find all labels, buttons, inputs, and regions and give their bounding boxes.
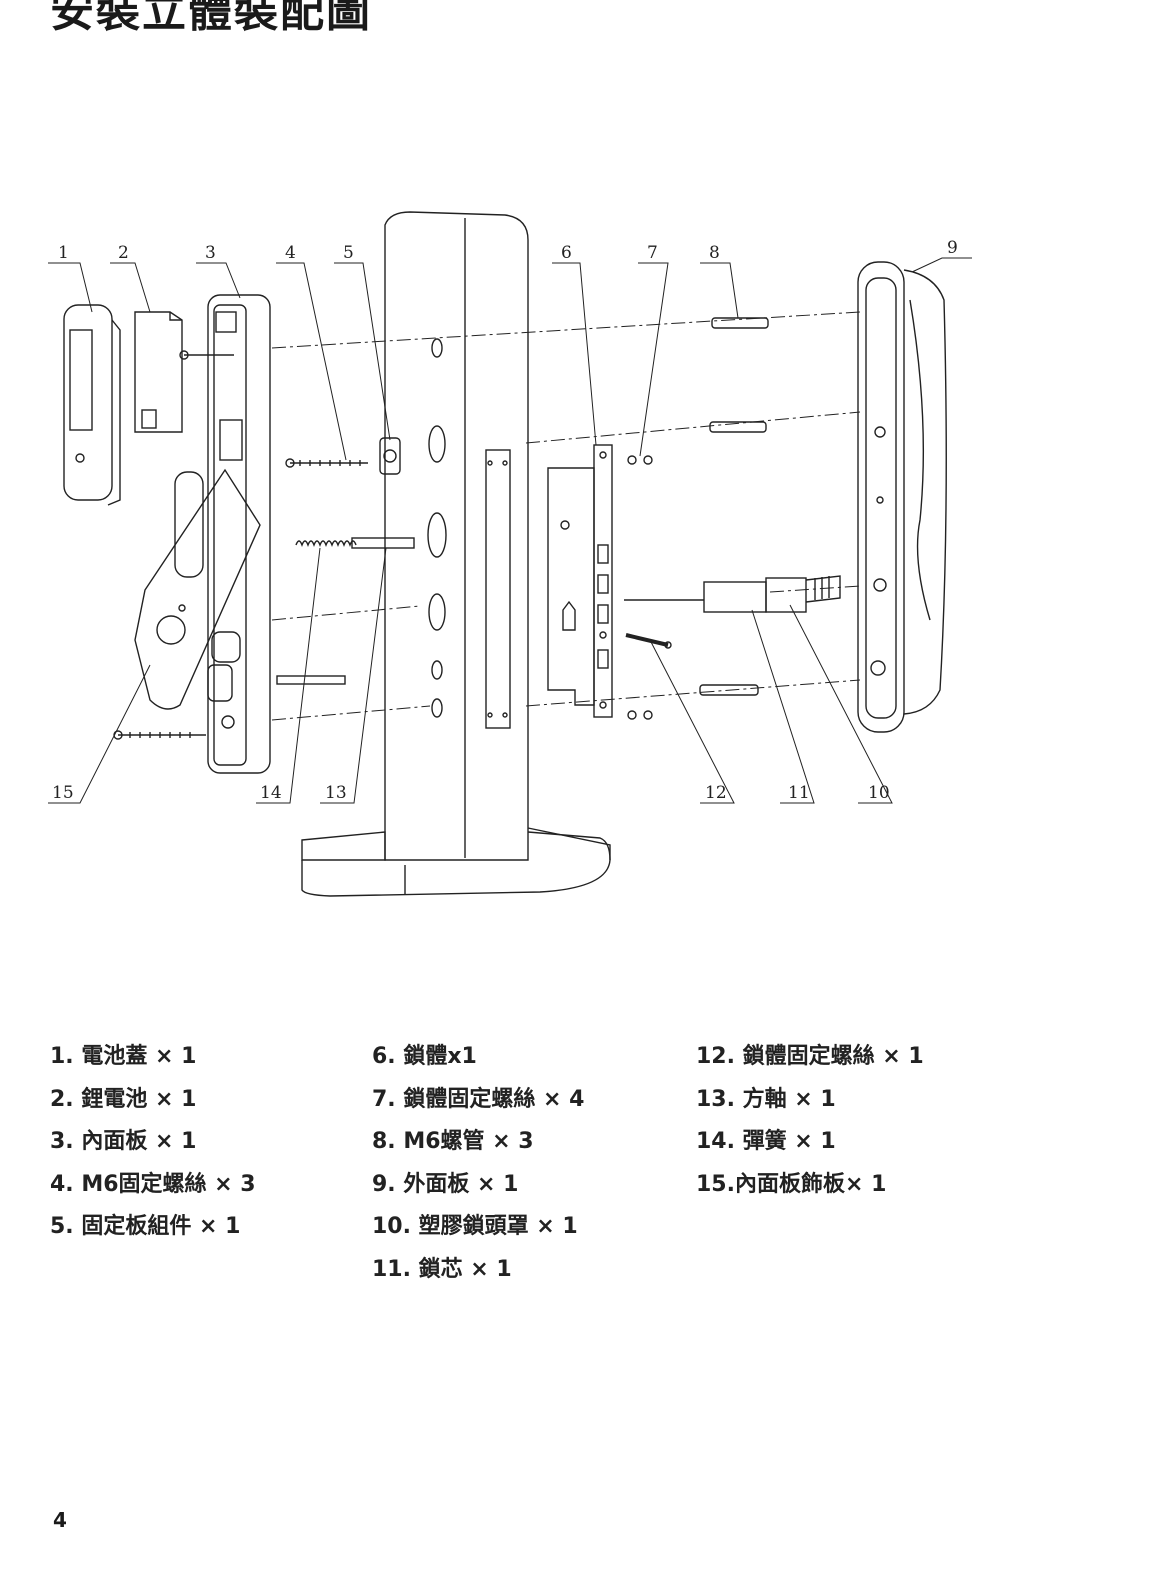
door-stand <box>301 211 611 897</box>
part-lithium-battery <box>134 311 183 433</box>
callout-number: 3 <box>205 243 216 263</box>
part-item: 7. 鎖體固定螺絲 × 4 <box>372 1086 585 1112</box>
part-plastic-cover <box>805 575 841 603</box>
part-fixing-plate <box>379 437 401 475</box>
part-lock-body-screw <box>625 633 672 649</box>
callout-number: 5 <box>343 243 354 263</box>
part-item: 5. 固定板組件 × 1 <box>50 1214 241 1239</box>
parts-column-3: 12. 鎖體固定螺絲 × 1 13. 方軸 × 1 14. 彈簧 × 1 15.… <box>696 1036 924 1206</box>
parts-list: 1. 電池蓋 × 1 2. 鋰電池 × 1 3. 內面板 × 1 4. M6固定… <box>0 1036 1167 1336</box>
part-square-shaft <box>276 537 415 685</box>
part-item: 13. 方軸 × 1 <box>696 1086 836 1112</box>
part-item: 11. 鎖芯 × 1 <box>372 1256 512 1282</box>
callout-number: 13 <box>325 783 347 803</box>
part-item: 1. 電池蓋 × 1 <box>50 1044 197 1069</box>
part-item: 15.內面板飾板× 1 <box>696 1171 887 1197</box>
part-lock-screws <box>627 455 653 720</box>
callout-number: 10 <box>868 783 890 803</box>
part-m6-tubes <box>699 317 769 696</box>
callout-number: 1 <box>58 243 69 263</box>
part-outer-panel <box>857 261 947 733</box>
callout-number: 4 <box>285 243 296 263</box>
page-number: 4 <box>53 1508 67 1532</box>
part-item: 10. 塑膠鎖頭罩 × 1 <box>372 1214 578 1239</box>
part-inner-panel <box>207 294 271 774</box>
callout-number: 8 <box>709 243 720 263</box>
callout-number: 15 <box>52 783 74 803</box>
part-item: 12. 鎖體固定螺絲 × 1 <box>696 1044 924 1069</box>
callout-number: 14 <box>260 783 282 803</box>
leader-lines <box>48 257 972 804</box>
callouts-top: 1 2 3 4 5 6 7 8 9 <box>58 238 958 263</box>
parts-column-1: 1. 電池蓋 × 1 2. 鋰電池 × 1 3. 內面板 × 1 4. M6固定… <box>50 1036 256 1249</box>
callout-number: 9 <box>947 238 958 258</box>
part-item: 3. 內面板 × 1 <box>50 1129 197 1154</box>
callout-number: 2 <box>118 243 129 263</box>
alignment-axes <box>271 311 861 721</box>
part-lock-body <box>547 444 613 718</box>
part-spring <box>295 540 357 547</box>
exploded-assembly-diagram: 1 2 3 4 5 6 7 8 9 15 14 13 12 11 10 <box>0 200 1167 920</box>
callout-number: 7 <box>647 243 658 263</box>
part-battery-cover <box>63 304 121 506</box>
part-item: 8. M6螺管 × 3 <box>372 1129 534 1154</box>
page-title: 安裝立體裝配圖 <box>50 0 372 37</box>
callout-number: 6 <box>561 243 572 263</box>
part-item: 6. 鎖體x1 <box>372 1044 477 1069</box>
part-item: 14. 彈簧 × 1 <box>696 1129 836 1154</box>
part-item: 4. M6固定螺絲 × 3 <box>50 1171 256 1197</box>
part-item: 9. 外面板 × 1 <box>372 1171 519 1197</box>
callouts-bottom: 15 14 13 12 11 10 <box>52 783 890 803</box>
part-item: 2. 鋰電池 × 1 <box>50 1086 197 1112</box>
callout-number: 11 <box>788 783 810 803</box>
part-lock-cylinder <box>624 577 807 613</box>
part-trim-plate <box>134 468 261 710</box>
parts-column-2: 6. 鎖體x1 7. 鎖體固定螺絲 × 4 8. M6螺管 × 3 9. 外面板… <box>372 1036 584 1291</box>
callout-number: 12 <box>705 783 727 803</box>
part-m6-screws <box>113 350 368 740</box>
